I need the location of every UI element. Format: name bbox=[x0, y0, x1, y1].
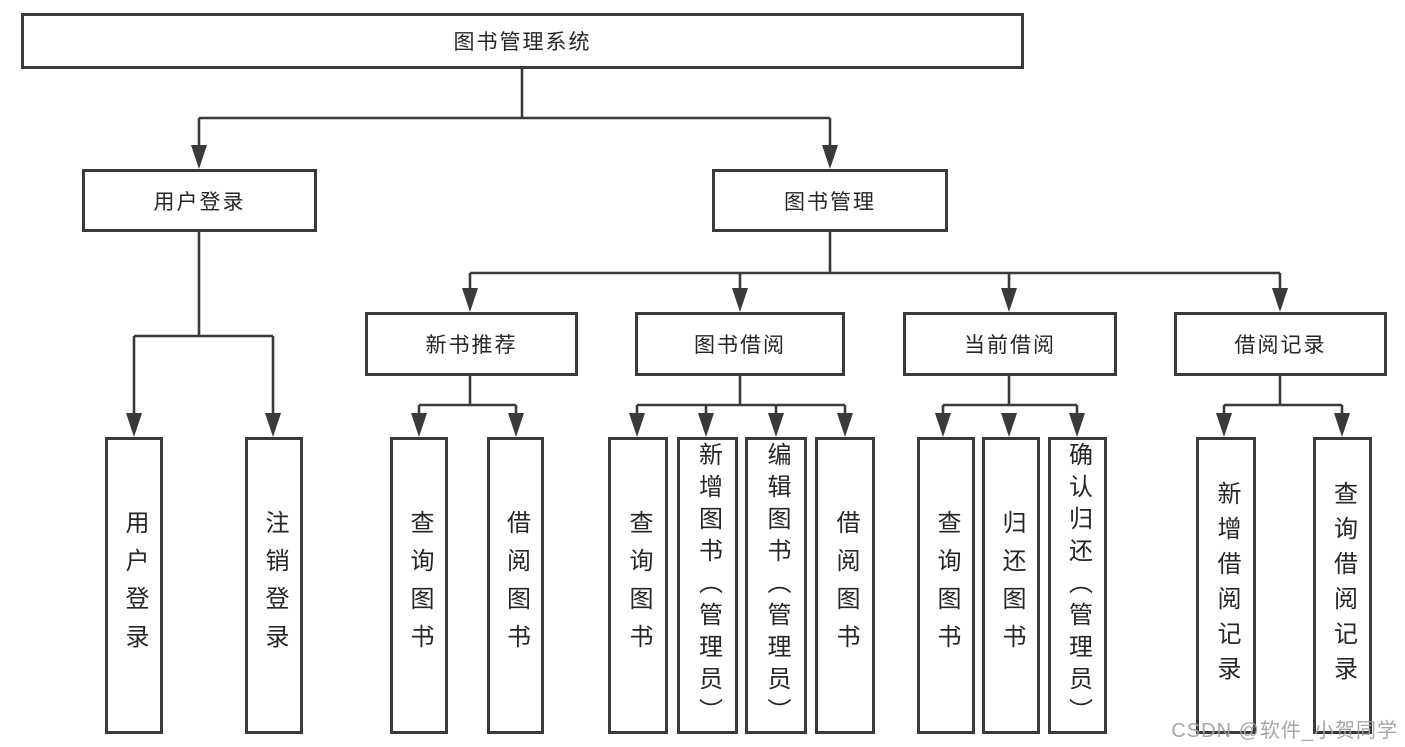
leaf-user-login: 用户登录 bbox=[105, 437, 163, 734]
node-new-book-recommendation-label: 新书推荐 bbox=[425, 334, 518, 357]
node-book-management: 图书管理 bbox=[712, 169, 948, 232]
node-book-borrowing: 图书借阅 bbox=[635, 312, 845, 376]
node-borrowing-records: 借阅记录 bbox=[1174, 312, 1387, 376]
connector-paths bbox=[132, 69, 1344, 418]
leaf-search-books-3: 查询图书 bbox=[917, 437, 975, 734]
leaf-confirm-return-admin: 确认归还（管理员） bbox=[1048, 437, 1107, 734]
leaf-edit-books-admin: 编辑图书（管理员） bbox=[745, 437, 807, 734]
leaf-search-books-2: 查询图书 bbox=[608, 437, 668, 734]
leaf-borrow-books-2: 借阅图书 bbox=[815, 437, 875, 734]
leaf-search-borrow-record: 查询借阅记录 bbox=[1313, 437, 1372, 734]
node-book-borrowing-label: 图书借阅 bbox=[694, 334, 786, 357]
node-library-system: 图书管理系统 bbox=[21, 13, 1024, 69]
leaf-logout: 注销登录 bbox=[245, 437, 303, 734]
csdn-watermark: CSDN @软件_小贺同学 bbox=[1171, 720, 1398, 742]
node-new-book-recommendation: 新书推荐 bbox=[365, 312, 578, 376]
node-current-borrowing: 当前借阅 bbox=[903, 312, 1117, 376]
leaf-add-books-admin: 新增图书（管理员） bbox=[677, 437, 738, 734]
node-user-login: 用户登录 bbox=[82, 169, 317, 232]
node-user-login-label: 用户登录 bbox=[153, 190, 246, 214]
leaf-borrow-books-1: 借阅图书 bbox=[487, 437, 544, 734]
leaf-add-borrow-record: 新增借阅记录 bbox=[1196, 437, 1256, 734]
node-borrowing-records-label: 借阅记录 bbox=[1234, 334, 1327, 357]
leaf-return-books: 归还图书 bbox=[982, 437, 1040, 734]
arrowheads bbox=[126, 145, 1350, 437]
node-current-borrowing-label: 当前借阅 bbox=[964, 334, 1056, 357]
node-library-system-label: 图书管理系统 bbox=[453, 31, 592, 54]
leaf-search-books-1: 查询图书 bbox=[390, 437, 448, 734]
node-book-management-label: 图书管理 bbox=[784, 190, 876, 214]
